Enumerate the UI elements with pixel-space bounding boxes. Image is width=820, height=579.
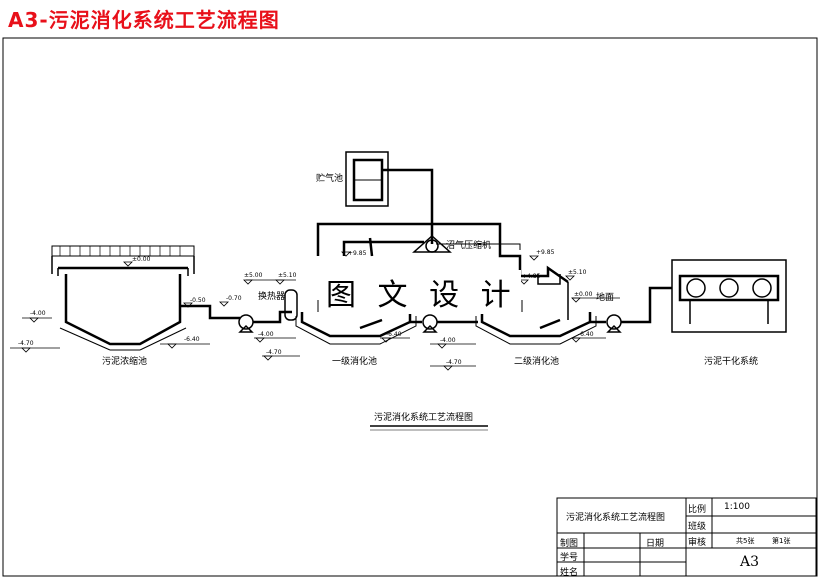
gas-pipes	[316, 168, 569, 284]
level-lines	[10, 279, 620, 367]
tb-scale-value: 1:100	[724, 502, 750, 512]
level-label: -6.40	[578, 331, 594, 338]
pump-1	[238, 314, 254, 333]
tb-scale-label: 比例	[688, 505, 707, 515]
level-label: -6.40	[184, 336, 200, 343]
tb-draw-label: 制图	[560, 539, 579, 549]
level-label: -0.70	[226, 295, 242, 302]
digester-1	[295, 312, 417, 345]
heat-exchanger	[284, 289, 298, 321]
gas-holder-label: 贮气池	[316, 174, 344, 184]
level-label: -4.00	[440, 337, 456, 344]
tb-sheet-no: 第1张	[772, 537, 791, 545]
level-label: ±5.00	[244, 272, 263, 279]
dryer-label: 污泥干化系统	[704, 357, 759, 367]
caption-underline	[370, 425, 488, 431]
sludge-pipe-4	[621, 286, 672, 324]
heat-exchanger-label: 换热器	[258, 292, 286, 302]
level-label: ±0.00	[132, 256, 151, 263]
level-label: +9.85	[536, 249, 555, 256]
title-block-grid	[556, 497, 817, 577]
gas-holder	[345, 151, 389, 207]
tb-sheets: 共5张	[736, 537, 755, 545]
level-label: -4.70	[446, 359, 462, 366]
pump-2	[422, 314, 438, 333]
level-label: ±0.00	[574, 291, 593, 298]
thickener-tank	[51, 245, 195, 351]
digester-2	[475, 312, 597, 345]
tb-name-label: 姓名	[560, 568, 579, 578]
tb-student-id-label: 学号	[560, 553, 579, 563]
level-label: -4.70	[18, 340, 34, 347]
level-label: ±5.10	[278, 272, 297, 279]
pump-3	[606, 314, 622, 333]
compressor-label: 沼气压缩机	[446, 241, 492, 251]
page-title: A3-污泥消化系统工艺流程图	[8, 8, 280, 32]
thickener-label: 污泥浓缩池	[102, 357, 148, 367]
tb-paper-size: A3	[740, 554, 760, 570]
level-label: -0.50	[190, 297, 206, 304]
tb-class-label: 班级	[688, 522, 707, 532]
level-label: ±5.10	[568, 269, 587, 276]
level-label: +9.85	[348, 250, 367, 257]
tb-review-label: 审核	[688, 538, 707, 548]
sludge-pipe-2	[253, 310, 292, 324]
digester-2-outlet	[539, 318, 606, 330]
digester-2-label: 二级消化池	[514, 357, 560, 367]
gas-compressor	[412, 234, 452, 253]
dryer-system	[671, 259, 787, 333]
level-label: -4.00	[258, 331, 274, 338]
tb-date-label: 日期	[646, 539, 665, 549]
level-label: -6.40	[386, 331, 402, 338]
tb-drawing-name: 污泥消化系统工艺流程图	[566, 513, 666, 523]
level-label: +4.85	[522, 273, 541, 280]
sludge-pipe-1	[180, 304, 240, 320]
diagram-caption: 污泥消化系统工艺流程图	[374, 413, 474, 423]
drawing-frame	[2, 37, 818, 577]
digester-1-outlet	[359, 318, 422, 330]
digester-1-label: 一级消化池	[332, 357, 378, 367]
overflow-tank	[537, 274, 569, 320]
level-label: -4.70	[266, 349, 282, 356]
level-label: -4.00	[30, 310, 46, 317]
watermark-text: 图 文 设 计	[322, 270, 521, 314]
ground-label: 地面	[596, 293, 615, 303]
